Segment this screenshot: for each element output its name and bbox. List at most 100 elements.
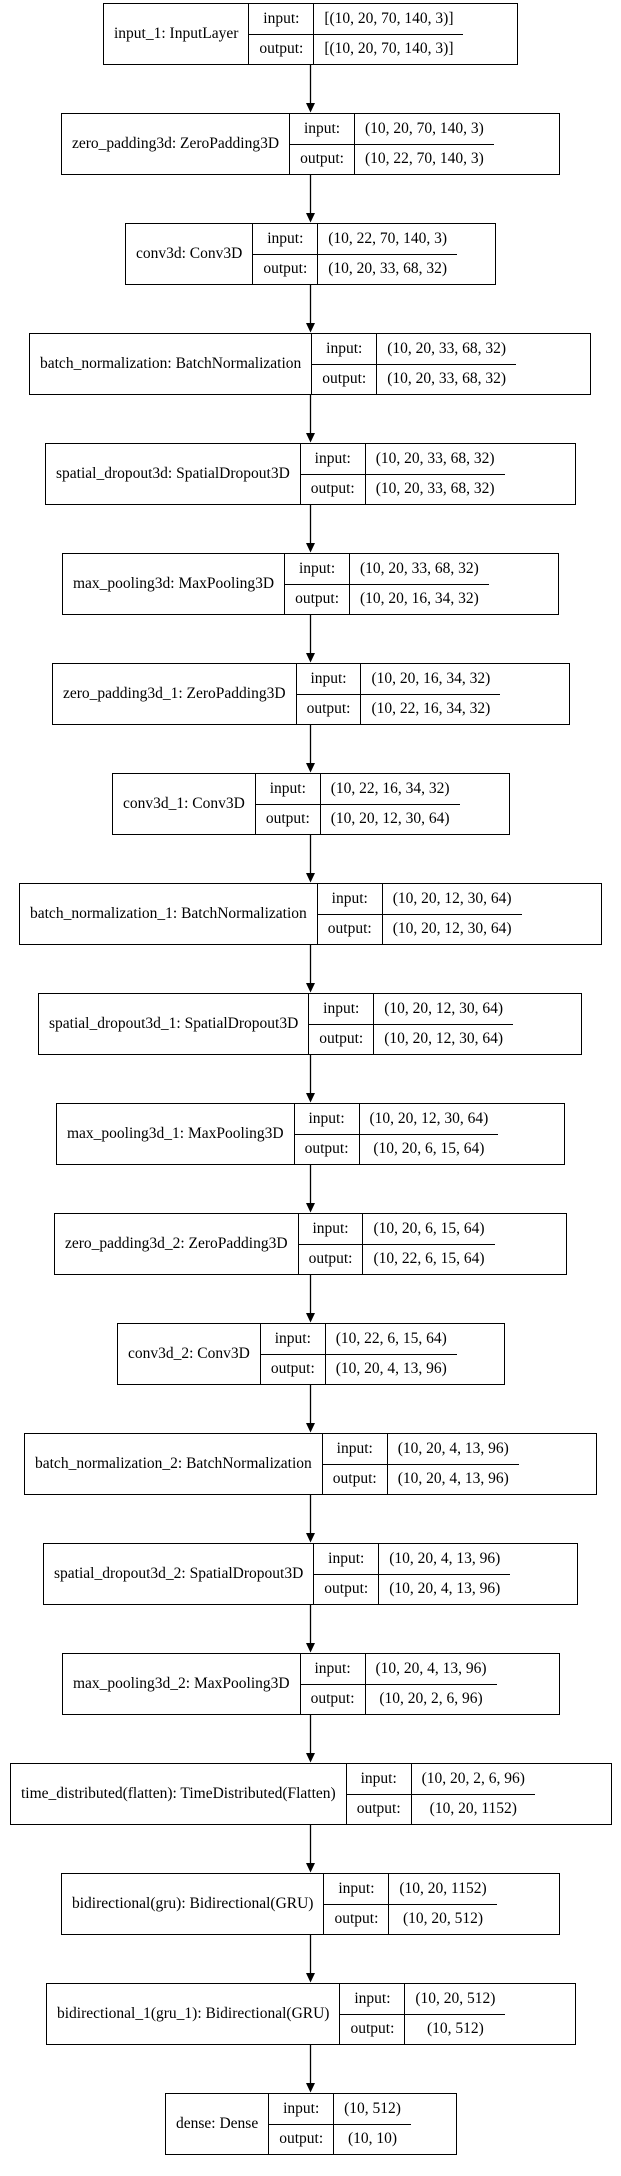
connector-arrow <box>306 395 315 443</box>
output-label: output: <box>270 1360 315 1378</box>
input-label: input: <box>260 1324 325 1355</box>
input-label: input: <box>312 334 377 365</box>
connector-arrow <box>306 505 315 553</box>
connector-arrow <box>306 175 315 223</box>
layer-name: max_pooling3d: MaxPooling3D <box>63 554 286 614</box>
input-label: input: <box>314 1544 379 1575</box>
io-labels: input: output: <box>312 334 378 394</box>
output-shape: (10, 20, 33, 68, 32) <box>328 260 448 278</box>
output-label: output: <box>310 480 355 498</box>
io-labels: input:output: <box>300 1654 366 1714</box>
input-shape: (10, 20, 6, 15, 64) <box>363 1214 495 1245</box>
input-shape: (10, 20, 33, 68, 32) <box>377 334 517 365</box>
connector-arrow <box>306 725 315 773</box>
layer-name: zero_padding3d: ZeroPadding3D <box>62 114 291 174</box>
io-labels: input:output: <box>249 4 315 64</box>
output-label: output: <box>279 2130 324 2148</box>
shape-values: (10, 20, 4, 13, 96)(10, 20, 2, 6, 96) <box>365 1654 497 1714</box>
output-label: output: <box>334 1910 379 1928</box>
output-label: output: <box>263 260 308 278</box>
output-shape: (10, 20, 2, 6, 96) <box>379 1690 483 1708</box>
input-shape: (10, 20, 512) <box>405 1984 506 2015</box>
output-shape: (10, 20, 1152) <box>429 1800 517 1818</box>
io-labels: input:output: <box>314 1544 380 1604</box>
output-label: output: <box>327 920 372 938</box>
layer-name: bidirectional_1(gru_1): Bidirectional(GR… <box>47 1984 341 2044</box>
output-label: output: <box>332 1470 377 1488</box>
connector-arrow <box>306 945 315 993</box>
input-shape: (10, 20, 12, 30, 64) <box>374 994 514 1025</box>
output-shape: (10, 22, 6, 15, 64) <box>373 1250 485 1268</box>
layer-name: zero_padding3d_1: ZeroPadding3D <box>53 664 297 724</box>
output-label: output: <box>295 590 339 608</box>
input-label: input: <box>269 2094 334 2125</box>
io-labels: input:output: <box>317 884 383 944</box>
connector-arrow <box>306 1935 315 1983</box>
shape-values: (10, 20, 33, 68, 32) (10, 20, 33, 68, 32) <box>377 334 517 394</box>
input-shape: (10, 20, 12, 30, 64) <box>359 1104 499 1135</box>
output-label: output: <box>310 1690 355 1708</box>
io-labels: input: output: <box>294 1104 360 1164</box>
output-shape: (10, 20, 12, 30, 64) <box>392 920 512 938</box>
layer-name: max_pooling3d_1: MaxPooling3D <box>57 1104 295 1164</box>
output-label: output: <box>259 40 304 58</box>
io-labels: input:output: <box>324 1874 390 1934</box>
io-labels: input: output: <box>260 1324 326 1384</box>
connector-arrow <box>306 1275 315 1323</box>
layer-node: time_distributed(flatten): TimeDistribut… <box>10 1763 612 1825</box>
layer-name: input_1: InputLayer <box>104 4 250 64</box>
shape-values: (10, 22, 6, 15, 64)(10, 20, 4, 13, 96) <box>325 1324 457 1384</box>
output-label: output: <box>265 810 310 828</box>
input-label: input: <box>296 664 361 695</box>
layer-name: bidirectional(gru): Bidirectional(GRU) <box>62 1874 325 1934</box>
input-shape: [(10, 20, 70, 140, 3)] <box>314 4 464 35</box>
input-label: input: <box>340 1984 405 2015</box>
layer-name: batch_normalization_2: BatchNormalizatio… <box>25 1434 323 1494</box>
output-shape: (10, 20, 4, 13, 96) <box>389 1580 501 1598</box>
output-shape: (10, 20, 512) <box>402 1910 484 1928</box>
layer-name: conv3d_2: Conv3D <box>118 1324 261 1384</box>
shape-values: (10, 22, 70, 140, 3)(10, 20, 33, 68, 32) <box>318 224 458 284</box>
input-label: input: <box>285 554 349 585</box>
connector-arrow <box>306 1605 315 1653</box>
io-labels: input:output: <box>309 994 375 1054</box>
connector-arrow <box>306 2045 315 2093</box>
io-labels: input:output: <box>296 664 362 724</box>
output-shape: (10, 20, 33, 68, 32) <box>387 370 507 388</box>
io-labels: input:output: <box>300 444 366 504</box>
shape-values: (10, 20, 2, 6, 96)(10, 20, 1152) <box>411 1764 535 1824</box>
shape-values: (10, 20, 512) (10, 512) <box>405 1984 506 2044</box>
shape-values: (10, 20, 33, 68, 32)(10, 20, 16, 34, 32) <box>350 554 489 614</box>
connector-arrow <box>306 1495 315 1543</box>
input-shape: (10, 20, 1152) <box>389 1874 497 1905</box>
output-shape: (10, 10) <box>348 2130 398 2148</box>
connector-arrow <box>306 1715 315 1763</box>
input-shape: (10, 22, 16, 34, 32) <box>320 774 460 805</box>
input-shape: (10, 20, 16, 34, 32) <box>361 664 501 695</box>
output-shape: (10, 512) <box>427 2020 484 2038</box>
input-label: input: <box>294 1104 359 1135</box>
connector-arrow <box>306 285 315 333</box>
output-label: output: <box>304 1140 349 1158</box>
connector-arrow <box>306 1385 315 1433</box>
io-labels: input:output: <box>346 1764 412 1824</box>
io-labels: input:output: <box>253 224 319 284</box>
output-shape: (10, 20, 12, 30, 64) <box>384 1030 504 1048</box>
io-labels: input:output: <box>298 1214 364 1274</box>
output-shape: (10, 20, 4, 13, 96) <box>335 1360 447 1378</box>
io-labels: input:output: <box>290 114 355 174</box>
output-label: output: <box>319 1030 364 1048</box>
input-shape: (10, 20, 70, 140, 3) <box>354 114 494 145</box>
input-shape: (10, 20, 33, 68, 32) <box>365 444 505 475</box>
output-label: output: <box>308 1250 353 1268</box>
output-label: output: <box>322 370 367 388</box>
